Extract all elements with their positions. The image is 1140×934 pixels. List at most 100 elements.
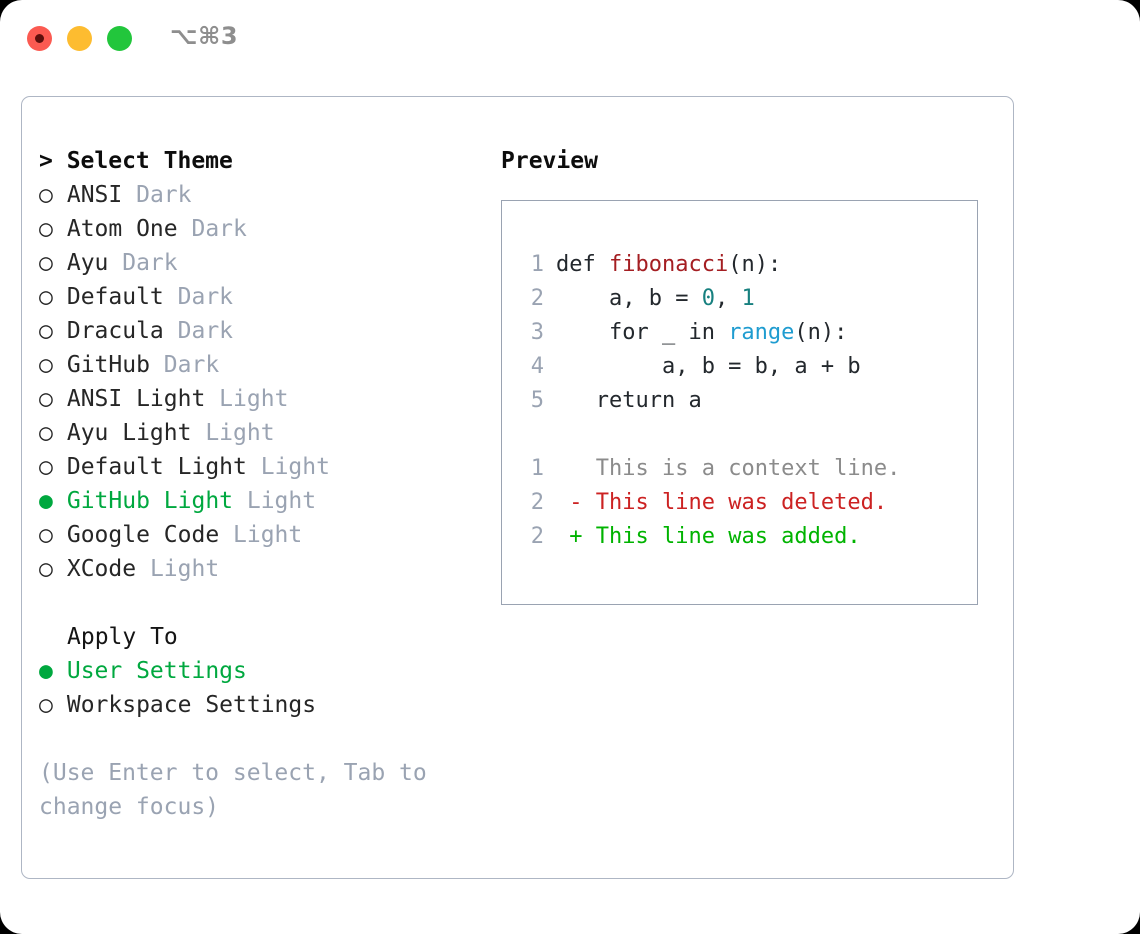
apply-to-option-label: Workspace Settings [53, 692, 317, 718]
code-token: 0 [701, 286, 715, 311]
radio-unselected-icon: ○ [39, 352, 53, 378]
preview-title: Preview [501, 148, 598, 174]
theme-option-label: ANSI [53, 182, 123, 208]
theme-option-label: Default [53, 284, 164, 310]
theme-list-column: > Select Theme ○ ANSI Dark○ Atom One Dar… [39, 144, 469, 824]
diff-text: This line was deleted. [595, 490, 888, 515]
theme-option-label: Ayu Light [53, 420, 192, 446]
diff-line-add: 2 + This line was added. [522, 520, 900, 554]
theme-category-label: Dark [177, 216, 247, 242]
theme-option-label: XCode [53, 556, 137, 582]
theme-option-default-light[interactable]: ○ Default Light Light [39, 450, 469, 484]
line-number: 1 [530, 252, 544, 277]
radio-unselected-icon: ○ [39, 420, 53, 446]
apply-to-option-list[interactable]: ● User Settings○ Workspace Settings [39, 654, 469, 722]
line-number: 5 [530, 388, 544, 413]
theme-option-atom-one[interactable]: ○ Atom One Dark [39, 212, 469, 246]
radio-unselected-icon: ○ [39, 284, 53, 310]
keyboard-shortcut-label: ⌥⌘3 [170, 22, 239, 50]
radio-unselected-icon: ○ [39, 216, 53, 242]
line-number: 2 [530, 490, 544, 515]
minimize-button[interactable] [67, 26, 92, 51]
theme-option-github-light[interactable]: ● GitHub Light Light [39, 484, 469, 518]
theme-option-xcode[interactable]: ○ XCode Light [39, 552, 469, 586]
theme-option-ansi-light[interactable]: ○ ANSI Light Light [39, 382, 469, 416]
radio-unselected-icon: ○ [39, 692, 53, 718]
theme-option-default[interactable]: ○ Default Dark [39, 280, 469, 314]
theme-category-label: Light [191, 420, 275, 446]
radio-unselected-icon: ○ [39, 250, 53, 276]
diff-text: This is a context line. [595, 456, 901, 481]
line-number: 4 [530, 354, 544, 379]
theme-category-label: Light [205, 386, 289, 412]
line-number: 2 [530, 524, 544, 549]
code-token: 1 [741, 286, 755, 311]
radio-selected-icon: ● [39, 488, 53, 514]
theme-category-label: Light [233, 488, 317, 514]
theme-category-label: Dark [149, 352, 220, 378]
code-blank-line [522, 418, 900, 452]
line-number: 2 [530, 286, 544, 311]
apply-to-option-user-settings[interactable]: ● User Settings [39, 654, 469, 688]
theme-picker-panel: > Select Theme ○ ANSI Dark○ Atom One Dar… [21, 96, 1014, 879]
theme-option-label: GitHub [53, 352, 150, 378]
theme-option-github[interactable]: ○ GitHub Dark [39, 348, 469, 382]
code-token: def [556, 252, 609, 277]
diff-text: This line was added. [595, 524, 861, 549]
theme-option-label: Ayu [53, 250, 109, 276]
radio-unselected-icon: ○ [39, 318, 53, 344]
apply-to-option-workspace-settings[interactable]: ○ Workspace Settings [39, 688, 469, 722]
diff-marker [556, 456, 596, 481]
code-token: for _ in [556, 320, 729, 345]
theme-option-google-code[interactable]: ○ Google Code Light [39, 518, 469, 552]
title-bar: ⌥⌘3 [0, 0, 1140, 78]
theme-option-label: Atom One [53, 216, 178, 242]
theme-category-label: Dark [163, 284, 234, 310]
theme-option-label: ANSI Light [53, 386, 206, 412]
apply-to-header: Apply To [67, 624, 178, 650]
code-token: fibonacci [608, 252, 729, 277]
keyboard-hint-text: (Use Enter to select, Tab to change focu… [39, 760, 441, 820]
code-token: a, b = b, a + b [556, 354, 861, 379]
theme-category-label: Dark [108, 250, 178, 276]
theme-option-ansi[interactable]: ○ ANSI Dark [39, 178, 469, 212]
recording-indicator-icon [35, 34, 44, 43]
code-line: 4 a, b = b, a + b [522, 350, 900, 384]
code-token: , [714, 286, 742, 311]
code-line: 2 a, b = 0, 1 [522, 282, 900, 316]
diff-marker: + [556, 524, 596, 549]
line-number: 3 [530, 320, 544, 345]
theme-category-label: Dark [122, 182, 192, 208]
code-token: (n): [794, 320, 848, 345]
code-token: (n): [728, 252, 782, 277]
theme-option-dracula[interactable]: ○ Dracula Dark [39, 314, 469, 348]
diff-line-ctx: 1 This is a context line. [522, 452, 901, 486]
code-line: 1 def fibonacci(n): [522, 248, 900, 282]
diff-line-del: 2 - This line was deleted. [522, 486, 900, 520]
radio-unselected-icon: ○ [39, 522, 53, 548]
radio-selected-icon: ● [39, 658, 53, 684]
maximize-button[interactable] [107, 26, 132, 51]
theme-category-label: Light [246, 454, 330, 480]
theme-option-label: Dracula [53, 318, 164, 344]
diff-marker: - [556, 490, 596, 515]
radio-unselected-icon: ○ [39, 182, 53, 208]
code-token: a, b = [556, 286, 702, 311]
theme-list-header: > Select Theme [39, 148, 233, 174]
theme-option-list[interactable]: ○ ANSI Dark○ Atom One Dark○ Ayu Dark○ De… [39, 178, 469, 586]
theme-category-label: Dark [163, 318, 234, 344]
theme-option-label: Google Code [53, 522, 220, 548]
radio-unselected-icon: ○ [39, 556, 53, 582]
theme-option-label: Default Light [53, 454, 247, 480]
theme-option-ayu[interactable]: ○ Ayu Dark [39, 246, 469, 280]
theme-category-label: Light [136, 556, 220, 582]
theme-option-ayu-light[interactable]: ○ Ayu Light Light [39, 416, 469, 450]
apply-to-option-label: User Settings [53, 658, 247, 684]
code-token: range [728, 320, 795, 345]
theme-category-label: Light [219, 522, 303, 548]
radio-unselected-icon: ○ [39, 386, 53, 412]
